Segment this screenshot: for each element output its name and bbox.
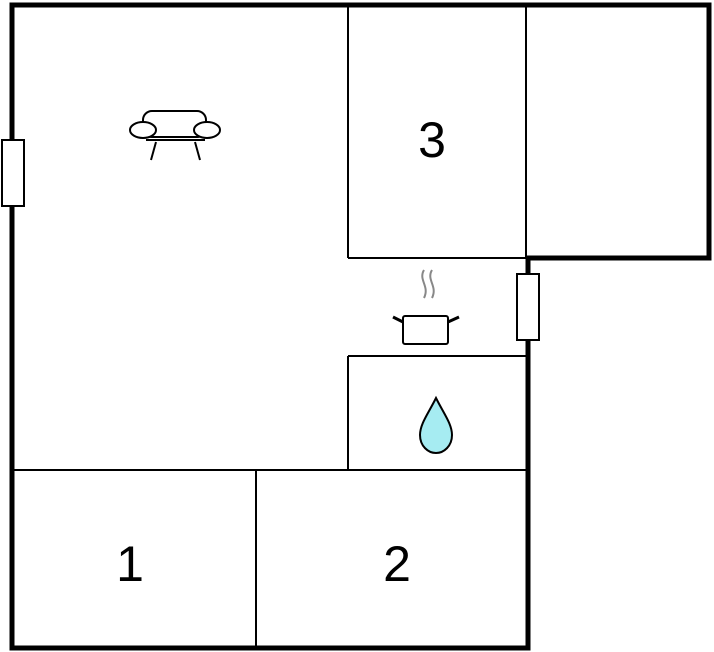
room-label-2: 2 [383, 536, 411, 592]
sofa-icon [129, 110, 221, 161]
cooking-pot-icon [392, 269, 460, 345]
inner-walls [12, 5, 528, 648]
window-right [516, 273, 540, 341]
window-left [1, 139, 25, 207]
water-drop-icon [418, 395, 454, 455]
outer-walls [9, 2, 712, 651]
room-label-1: 1 [116, 536, 144, 592]
room-label-3: 3 [418, 112, 446, 168]
